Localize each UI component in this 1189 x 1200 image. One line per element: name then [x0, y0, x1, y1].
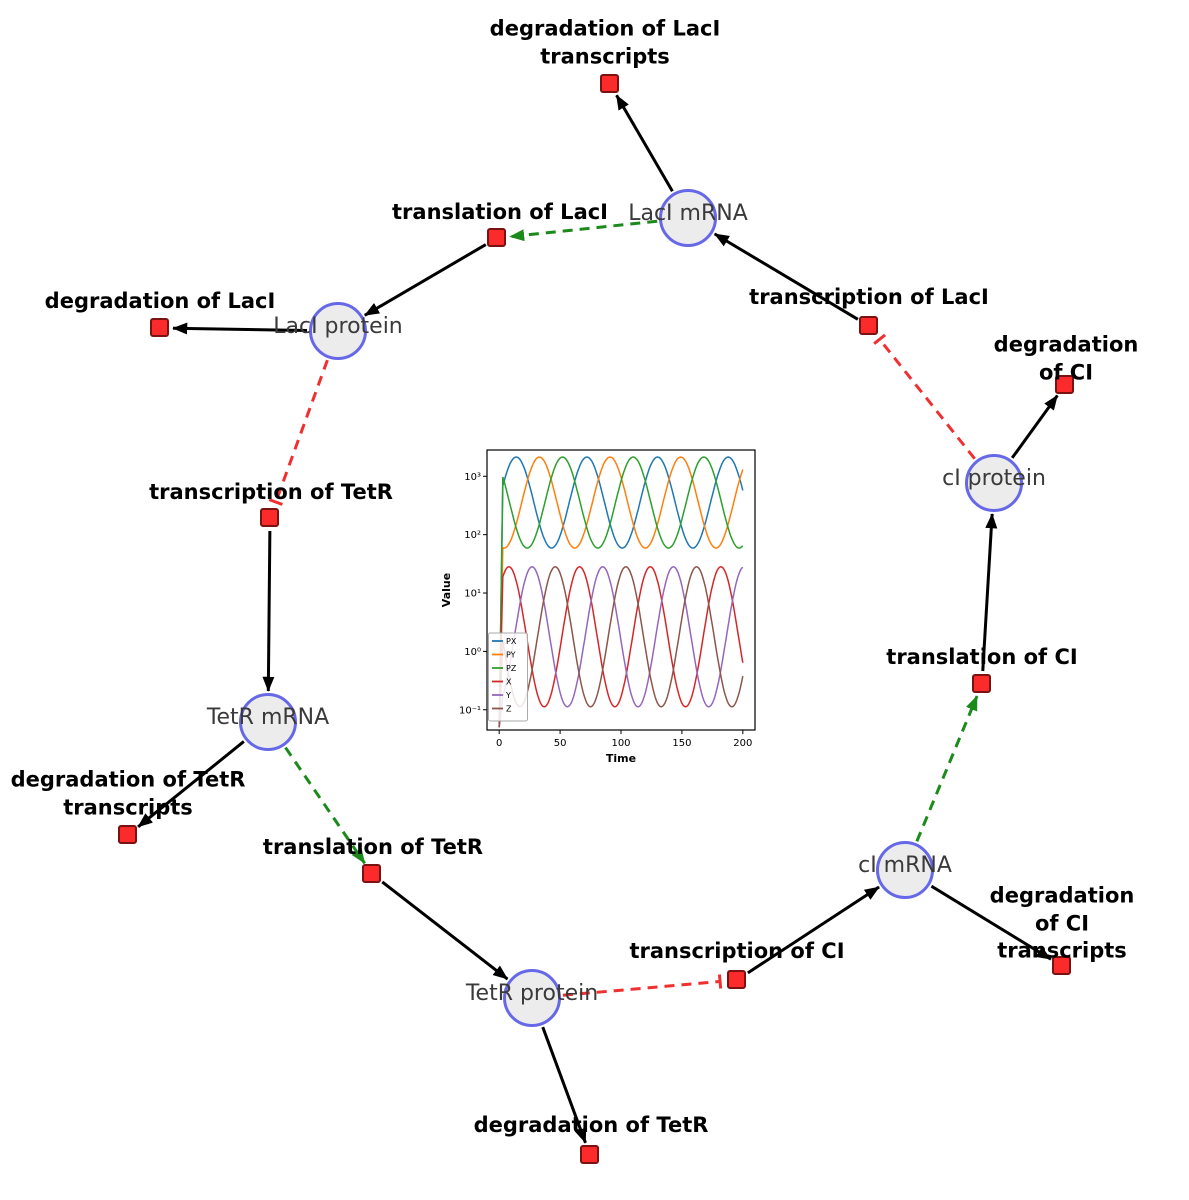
edge-consumption-laci-protein--deg-laci [172, 322, 308, 335]
reaction-label-deg-laci-transcripts: degradation of LacI transcripts [489, 16, 721, 68]
reaction-label-transcription-ci: transcription of CI [629, 939, 845, 964]
edge-consumption-ci-mrna--deg-ci-transcripts [930, 884, 1052, 961]
reaction-label-translation-laci: translation of LacI [392, 200, 608, 225]
series-line-Y [498, 566, 744, 728]
edge-production-transcription-ci--ci-mrna [747, 885, 880, 975]
inset-chart-svg: 10⁻¹ 10⁰ 10¹ 10² 10³ 0 50 100 150 200 PX PY PZ XYZ Tim… [440, 449, 756, 765]
y-tick-label: 10¹ [464, 589, 481, 600]
species-label-tetr-mrna: TetR mRNA [206, 704, 330, 730]
chart-legend: PX PY PZ XYZ [488, 632, 528, 722]
reaction-node-deg-tetr-transcripts [118, 825, 137, 844]
edge-production-transcription-tetr--tetr-mrna [262, 530, 275, 692]
species-node-ci-protein [965, 454, 1023, 512]
edge-consumption-tetr-protein--deg-tetr [541, 1026, 587, 1144]
series-line-Z [498, 566, 744, 728]
edge-consumption-laci-mrna--deg-laci-transcripts [615, 94, 674, 192]
species-node-tetr-mrna [239, 693, 297, 751]
edge-consumption-tetr-mrna--deg-tetr-transcripts [137, 740, 245, 829]
legend-label-Y: Y [505, 691, 511, 700]
reaction-label-transcription-tetr: transcription of TetR [149, 480, 393, 505]
reaction-node-translation-tetr [362, 864, 381, 883]
species-label-ci-mrna: cI mRNA [858, 852, 952, 878]
reaction-label-deg-laci: degradation of LacI [44, 289, 276, 314]
series-line-PX [498, 456, 744, 728]
edge-inhibition-laci-protein--transcription-tetr [268, 359, 329, 506]
reaction-node-translation-ci [972, 674, 991, 693]
y-tick-label: 10² [464, 530, 481, 541]
edge-production-translation-ci--ci-protein [981, 513, 998, 672]
species-node-tetr-protein [503, 969, 561, 1027]
edge-modifier-ci-mrna--translation-ci [915, 695, 979, 842]
x-tick-label: 150 [672, 738, 691, 749]
legend-label-X: X [506, 678, 512, 687]
reaction-label-deg-ci: degradation of CI [993, 332, 1139, 384]
x-tick-label: 100 [611, 738, 630, 749]
y-tick-label: 10⁻¹ [459, 705, 481, 716]
reaction-node-deg-laci-transcripts [600, 74, 619, 93]
x-axis-label: Time [606, 752, 636, 765]
reaction-node-transcription-tetr [260, 508, 279, 527]
x-tick-label: 50 [554, 738, 567, 749]
edge-production-translation-laci--laci-protein [364, 243, 487, 317]
reaction-node-deg-tetr [580, 1145, 599, 1164]
reaction-label-deg-tetr-transcripts: degradation of TetR transcripts [10, 767, 246, 819]
reaction-node-transcription-laci [859, 316, 878, 335]
series-line-PY [498, 456, 744, 728]
reaction-label-translation-ci: translation of CI [886, 645, 1078, 670]
species-label-laci-mrna: LacI mRNA [628, 200, 748, 226]
edge-modifier-tetr-mrna--translation-tetr [284, 746, 366, 865]
y-tick-label: 10³ [464, 472, 481, 483]
reaction-node-deg-ci [1055, 375, 1074, 394]
species-label-tetr-protein: TetR protein [465, 980, 599, 1006]
chart-series-group [498, 456, 744, 728]
series-line-PZ [498, 456, 744, 728]
legend-label-PY: PY [506, 651, 516, 660]
edge-inhibition-tetr-protein--transcription-ci [562, 974, 723, 997]
reaction-label-translation-tetr: translation of TetR [262, 835, 484, 860]
x-tick-label: 200 [733, 738, 752, 749]
reaction-node-deg-laci [150, 318, 169, 337]
series-line-X [498, 566, 744, 728]
species-node-laci-protein [309, 302, 367, 360]
y-tick-label: 10⁰ [464, 647, 481, 658]
x-tick-label: 0 [496, 738, 502, 749]
reaction-label-deg-tetr: degradation of TetR [473, 1113, 709, 1138]
reaction-node-translation-laci [487, 228, 506, 247]
species-node-ci-mrna [876, 841, 934, 899]
legend-label-Z: Z [506, 705, 512, 714]
reaction-node-transcription-ci [727, 970, 746, 989]
edge-production-transcription-laci--laci-mrna [713, 232, 859, 321]
edge-production-translation-tetr--tetr-protein [381, 880, 509, 981]
edge-modifier-laci-mrna--translation-laci [509, 219, 658, 242]
y-axis-label: Value [441, 573, 453, 607]
edge-consumption-ci-protein--deg-ci [1010, 394, 1059, 459]
species-node-laci-mrna [659, 189, 717, 247]
reaction-label-deg-ci-transcripts: degradation of CI transcripts [989, 883, 1135, 963]
reaction-label-transcription-laci: transcription of LacI [749, 285, 989, 310]
reaction-node-deg-ci-transcripts [1052, 956, 1071, 975]
edge-inhibition-ci-protein--transcription-laci [873, 333, 976, 460]
legend-label-PZ: PZ [506, 664, 517, 673]
chart-plot-area [486, 449, 756, 731]
species-label-laci-protein: LacI protein [273, 313, 403, 339]
legend-label-PX: PX [506, 637, 517, 646]
species-label-ci-protein: cI protein [942, 465, 1046, 491]
